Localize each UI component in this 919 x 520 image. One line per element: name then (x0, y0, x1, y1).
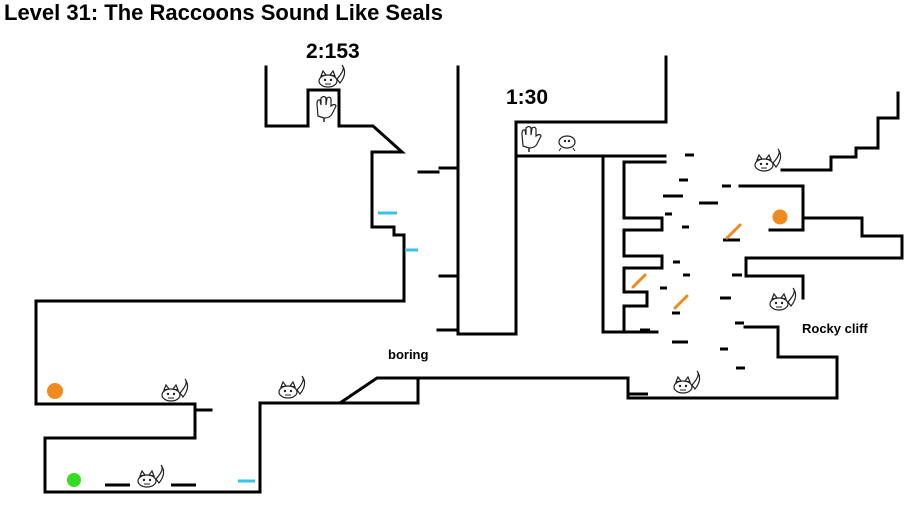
raccoon-icon[interactable] (278, 375, 306, 399)
wall-central-pillar (456, 65, 667, 336)
raccoon-icon[interactable] (673, 370, 701, 394)
raccoon-icon[interactable] (161, 378, 189, 402)
wall-far-right (780, 91, 900, 172)
orange-orb-icon[interactable] (772, 209, 788, 225)
orange-slash-1 (725, 223, 742, 240)
glove-icon[interactable] (316, 95, 337, 123)
critter-icon[interactable] (558, 135, 576, 152)
wall-lower-chamber (34, 299, 839, 494)
raccoon-icon[interactable] (137, 464, 165, 488)
wall-right-maze (601, 154, 667, 334)
green-start-icon[interactable] (67, 473, 81, 487)
orange-orb-icon[interactable] (47, 383, 63, 399)
label-rocky-cliff: Rocky cliff (802, 321, 868, 336)
glove-icon[interactable] (521, 125, 542, 153)
level-title: Level 31: The Raccoons Sound Like Seals (4, 0, 443, 25)
wall-right-block (738, 184, 904, 300)
wall-mid-step (338, 376, 420, 405)
orange-slash-2 (631, 273, 647, 289)
dash-platforms (105, 153, 745, 487)
wall-upper-right (514, 55, 668, 158)
timer-right: 1:30 (506, 86, 549, 109)
orange-slash-3 (673, 294, 689, 310)
raccoon-icon[interactable] (754, 148, 782, 172)
label-boring: boring (388, 347, 429, 362)
timer-left: 2:153 (306, 40, 360, 63)
raccoon-icon[interactable] (769, 287, 797, 311)
raccoon-icon[interactable] (318, 64, 346, 88)
wall-left-tower (264, 65, 406, 303)
